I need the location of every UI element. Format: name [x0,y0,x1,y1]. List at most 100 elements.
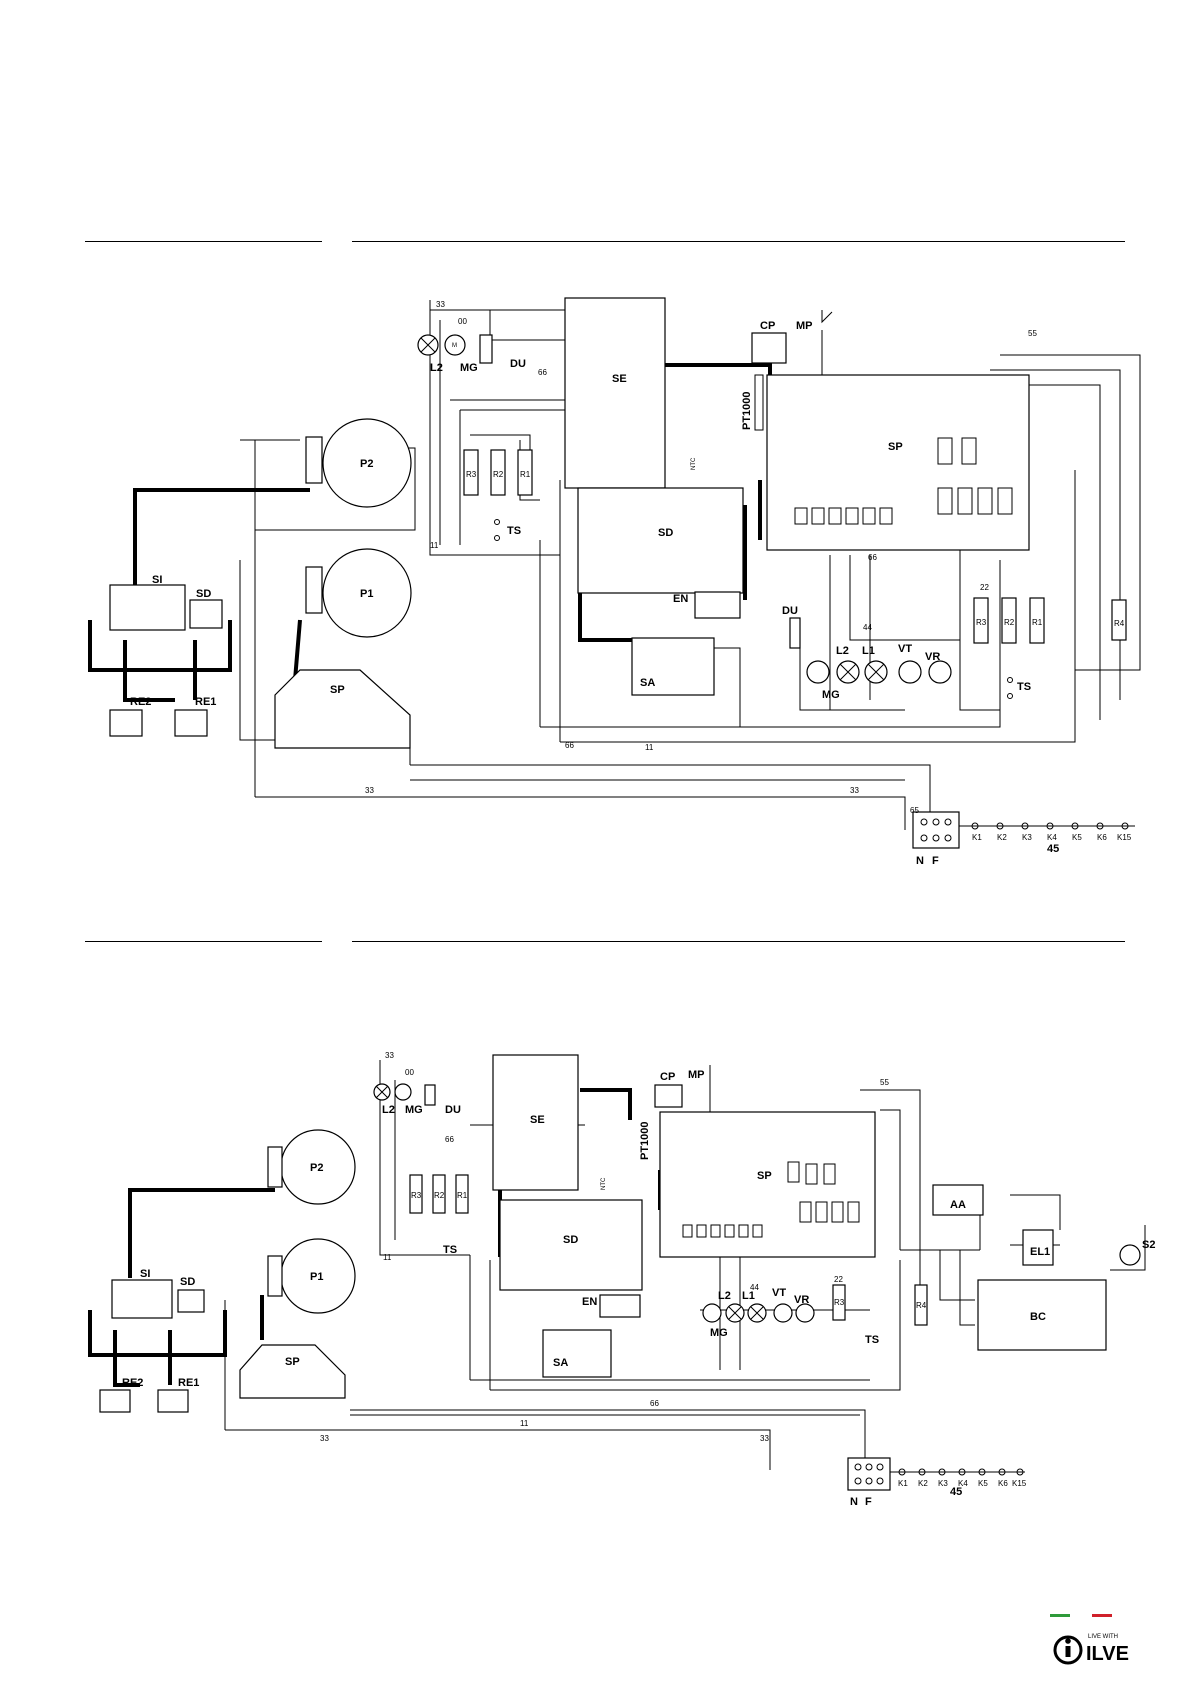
sp-label: SP [888,441,903,453]
svg-text:22: 22 [980,583,989,592]
sd-small-board-2 [177,1289,205,1313]
si-board [109,584,186,631]
re2-label-2: RE2 [122,1377,143,1389]
sd-board-2 [499,1199,643,1291]
svg-text:33: 33 [320,1434,329,1443]
terminal-n-label-2: N [850,1496,858,1508]
k-label-6: K15 [1117,833,1132,842]
ntc-label: NTC [691,457,697,470]
p1-label: P1 [360,588,373,600]
sp-small-label: SP [330,684,345,696]
k-label-5: K6 [1097,833,1107,842]
re2-component [109,709,143,737]
motor-mg [444,334,466,356]
logo-tagline: LIVE WITH [1088,1634,1118,1640]
r4-label: R4 [1114,619,1125,628]
l1-label-2: L1 [742,1290,755,1302]
se-label: SE [612,373,627,385]
svg-text:55: 55 [1028,329,1037,338]
svg-text:33: 33 [365,786,374,795]
r3-right-label: R3 [976,618,987,627]
mp-switch [821,310,833,324]
section-rule-right-1 [352,241,1125,242]
k2-label-3: K4 [958,1479,968,1488]
du-component-2 [424,1084,436,1106]
motor-mg-right-2 [702,1303,722,1323]
sd-label-2: SD [563,1234,578,1246]
re1-component [174,709,208,737]
du-right-label: DU [782,605,798,617]
terminal-block [912,811,960,849]
se-board [564,297,666,489]
wiring-diagram-2: SE SD SP SA EN CP MP PT1000 NTC L2 MG DU… [88,1051,1155,1508]
re2-label: RE2 [130,696,151,708]
ts-right-label-2: TS [865,1334,879,1346]
vr-label-2: VR [794,1294,809,1306]
en-component [694,591,741,619]
svg-text:22: 22 [834,1275,843,1284]
re2-component-2 [99,1389,131,1413]
sp-small-board [274,669,411,749]
p1-label-2: P1 [310,1271,323,1283]
sa-label: SA [640,677,655,689]
motor-mg-right [806,660,830,684]
sp-board [766,374,1030,551]
ts-label-2: TS [443,1244,457,1256]
svg-text:33: 33 [850,786,859,795]
sp-small-board-2 [239,1344,346,1399]
si-label-2: SI [140,1268,150,1280]
re1-label-2: RE1 [178,1377,199,1389]
motor-vt-2 [773,1303,793,1323]
se-label-2: SE [530,1114,545,1126]
aa-component [932,1184,984,1216]
p2-label: P2 [360,458,373,470]
mg-right-label-2: MG [710,1327,728,1339]
section-rule-left-1 [85,241,322,242]
motor-vr [928,660,952,684]
re1-component-2 [157,1389,189,1413]
pump-p2 [322,418,412,508]
ilve-logo-mark: LIVE WITH ILVE [1053,1634,1129,1665]
r4-2 [914,1284,928,1326]
du-component [479,334,493,364]
svg-text:66: 66 [565,741,574,750]
svg-text:65: 65 [910,806,919,815]
k-label-0: K1 [972,833,982,842]
en-label: EN [673,593,688,605]
l1-label: L1 [862,645,875,657]
mg-right-label: MG [822,689,840,701]
resistor-group-2 [409,1174,469,1214]
r3-label-2: R3 [411,1191,422,1200]
terminal-f-label: F [932,855,939,867]
k-code-label: 45 [1047,843,1059,855]
re1-label: RE1 [195,696,216,708]
pump-p1 [322,548,412,638]
k2-label-6: K15 [1012,1479,1027,1488]
k-terminals-2: K1 K2 K3 K4 K5 K6 K15 [898,1468,1027,1488]
l2-right-label-2: L2 [718,1290,731,1302]
svg-text:33: 33 [385,1051,394,1060]
si-board-2 [111,1279,173,1319]
s2-sensor [1119,1244,1141,1266]
k-code-label-2: 45 [950,1486,962,1498]
cp-label: CP [760,320,775,332]
p2-label-2: P2 [310,1162,323,1174]
mp-label-2: MP [688,1069,705,1081]
k2-label-2: K3 [938,1479,948,1488]
s2-label: S2 [1142,1239,1155,1251]
aa-label: AA [950,1199,966,1211]
du-right-component [789,617,801,649]
ts-right-label: TS [1017,681,1031,693]
ts-label: TS [507,525,521,537]
en-component-2 [599,1294,641,1318]
sd-small-board [189,599,223,629]
vr-label: VR [925,651,940,663]
r1-label: R1 [520,470,531,479]
terminal-block-2 [847,1457,891,1491]
k-terminals: K1 K2 K3 K4 K5 K6 K15 [971,822,1132,842]
sp-label-2: SP [757,1170,772,1182]
sp-small-label-2: SP [285,1356,300,1368]
el1-label: EL1 [1030,1246,1050,1258]
flag-red-strip [1092,1614,1112,1617]
vt-label-2: VT [772,1287,786,1299]
